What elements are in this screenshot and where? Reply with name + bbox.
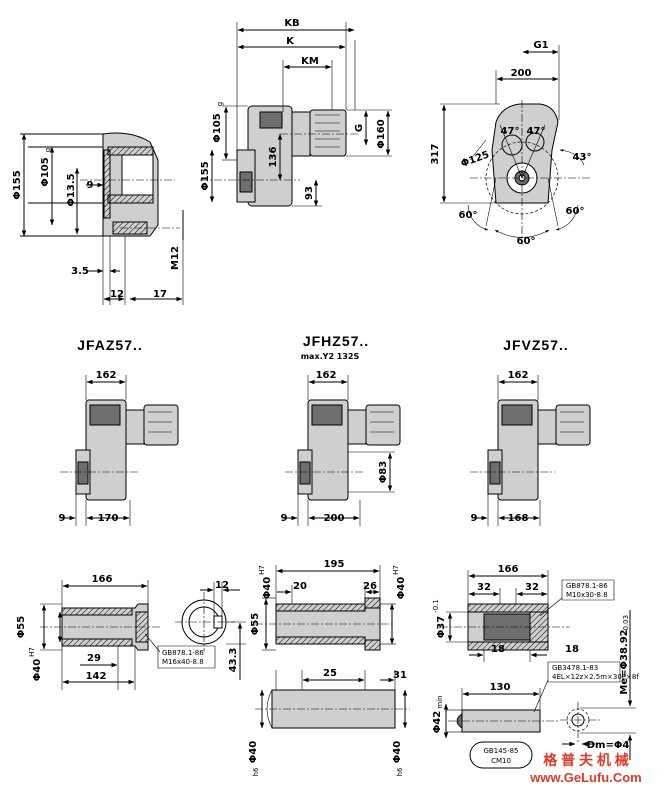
dim-17: 17 — [153, 289, 167, 300]
shaft-a-callout-line-2: M16x40-8.8 — [162, 658, 204, 666]
dim-angle-60-bottom: 60° — [517, 236, 536, 247]
dim-angle-43: 43° — [573, 152, 592, 163]
shaft-a-dim-29: 29 — [87, 653, 101, 664]
variant-jfhz57-bottom: 200 — [324, 513, 345, 524]
shaft-v-dim-166: 166 — [498, 564, 519, 575]
variant-title-jfhz57: JFHZ57.. — [303, 333, 369, 349]
dim-136: 136 — [268, 147, 279, 168]
shaft-v-callout-mid-2: 4EL×12z×2.5m×30P×8f — [552, 673, 639, 681]
variant-title-jfvz57: JFVZ57.. — [503, 337, 569, 353]
dim-angle-60-left: 60° — [459, 210, 478, 221]
shaft-v-dim-32-right: 32 — [525, 582, 539, 593]
watermark: 格 普 夫 机 械 www.GeLufu.Com — [529, 752, 641, 785]
variant-jfhz57-phi83: Φ83 — [378, 461, 389, 483]
shaft-v-callout-top-1: GB878.1-86 — [566, 582, 608, 590]
dim-93: 93 — [304, 186, 315, 200]
shaft-v-dim-phi42-min: min — [436, 695, 444, 708]
shaft-detail-a: 166 12 Φ55 Φ40 H7 29 142 43.3 GB878.1-86… — [16, 574, 246, 690]
dim-317: 317 — [430, 144, 441, 165]
dim-angle-47-left: 47° — [501, 126, 520, 137]
shaft-v-callout-bottom-2: CM10 — [491, 757, 511, 765]
shaft-h-dim-20: 20 — [293, 581, 307, 592]
variant-view-jfaz57: 162 9 170 — [59, 370, 179, 526]
shaft-h-dim-phi40-bottom-left-fit: h6 — [252, 767, 260, 776]
shaft-v-dim-32-left: 32 — [477, 582, 491, 593]
dim-phi160: Φ160 — [376, 119, 387, 148]
dim-phi155-mid: Φ155 — [200, 161, 211, 190]
top-middle-side-view: KB K KM Φ105 g G Φ160 136 Φ155 93 — [200, 18, 392, 207]
variant-subtitle-jfhz57: max.Y2 132S — [301, 352, 360, 361]
dim-angle-47-right: 47° — [527, 126, 546, 137]
shaft-h-dim-195: 195 — [324, 559, 345, 570]
shaft-v-callout-bottom-1: GB145-85 — [483, 747, 518, 755]
dim-phi125: Φ125 — [459, 149, 490, 169]
dim-k: K — [286, 36, 295, 47]
dim-g: G — [354, 124, 365, 132]
variant-jfvz57-width: 162 — [508, 370, 529, 381]
shaft-detail-v: 166 32 32 Φ37 -0.1 18 18 130 Φ42 min Me=… — [432, 564, 639, 769]
shaft-h-dim-phi55: Φ55 — [250, 613, 261, 635]
dim-9-left: 9 — [87, 180, 94, 191]
top-right-end-view: G1 200 317 Φ125 47° 47° 43° 60° 60° 60° — [430, 40, 591, 247]
shaft-detail-h: 195 20 26 Φ40 H7 Φ40 H7 Φ55 25 31 Φ40 h6… — [248, 559, 410, 776]
variant-jfaz57-width: 162 — [96, 370, 117, 381]
shaft-h-dim-phi40-top-right: Φ40 — [396, 577, 407, 599]
dim-phi105-left: Φ105 — [40, 157, 51, 186]
shaft-v-dim-dm: Dm=Φ4 — [587, 740, 630, 751]
dim-km: KM — [301, 56, 319, 67]
variant-jfaz57-bottom: 170 — [98, 513, 119, 524]
shaft-h-dim-25: 25 — [323, 668, 337, 679]
shaft-a-dim-43-3: 43.3 — [228, 648, 239, 673]
variant-view-jfhz57: 162 Φ83 9 200 — [281, 370, 401, 526]
variant-jfhz57-left: 9 — [281, 513, 288, 524]
shaft-v-dim-me: Me=Φ38.92 — [619, 629, 630, 694]
dim-angle-60-right: 60° — [566, 206, 585, 217]
shaft-v-callout-mid-1: GB3478.1-83 — [552, 664, 598, 672]
shaft-a-dim-142: 142 — [86, 671, 107, 682]
variant-jfvz57-bottom: 168 — [508, 513, 529, 524]
dim-200-top: 200 — [511, 68, 532, 79]
dim-3-5: 3.5 — [71, 266, 89, 277]
shaft-a-dim-166: 166 — [92, 574, 113, 585]
shaft-v-dim-18-right: 18 — [565, 644, 579, 655]
shaft-a-dim-phi55: Φ55 — [16, 616, 27, 638]
shaft-v-callout-top-2: M10x30-8.8 — [566, 591, 608, 599]
dim-phi13-5: Φ13.5 — [66, 173, 77, 206]
variant-jfaz57-left: 9 — [59, 513, 66, 524]
shaft-h-dim-phi40-bottom-left: Φ40 — [248, 741, 259, 763]
shaft-a-dim-12: 12 — [215, 580, 229, 591]
shaft-v-dim-phi37: Φ37 — [436, 616, 447, 638]
dim-g1: G1 — [533, 40, 548, 51]
shaft-v-dim-18-left: 18 — [491, 644, 505, 655]
shaft-a-dim-phi40: Φ40 — [32, 659, 43, 681]
shaft-h-dim-phi40-top-left-fit: H7 — [258, 565, 266, 575]
shaft-h-dim-phi40-top-right-fit: H7 — [392, 565, 400, 575]
dim-phi105-mid: Φ105 — [212, 113, 223, 142]
dim-phi105-mid-fit: g — [216, 102, 224, 106]
top-left-flange-view: Φ155 Φ105 g Φ13.5 9 3.5 12 17 M12 — [12, 132, 184, 305]
dim-phi105-left-fit: g — [44, 148, 52, 152]
shaft-v-dim-130: 130 — [490, 682, 511, 693]
shaft-v-dim-phi37-tol: -0.1 — [432, 599, 440, 613]
dim-12-left: 12 — [110, 289, 124, 300]
shaft-h-dim-31: 31 — [393, 670, 407, 681]
shaft-a-dim-phi40-fit: H7 — [28, 647, 36, 657]
shaft-a-callout-line-1: GB878.1-86 — [162, 649, 204, 657]
shaft-v-dim-me-tol: -0.03 — [622, 615, 630, 633]
shaft-v-dim-phi42: Φ42 — [432, 711, 443, 733]
watermark-chinese: 格 普 夫 机 械 — [543, 752, 629, 768]
dim-phi155-left: Φ155 — [12, 170, 23, 199]
variant-title-jfaz57: JFAZ57.. — [77, 337, 143, 353]
shaft-h-dim-phi40-bottom-right-fit: h6 — [396, 767, 404, 776]
watermark-url: www.GeLufu.Com — [529, 770, 641, 785]
shaft-h-dim-26: 26 — [363, 581, 377, 592]
variant-jfvz57-left: 9 — [471, 513, 478, 524]
dim-kb: KB — [284, 18, 299, 29]
shaft-h-dim-phi40-bottom-right: Φ40 — [392, 741, 403, 763]
variant-view-jfvz57: 162 9 168 — [470, 370, 591, 526]
dim-m12: M12 — [170, 246, 181, 270]
shaft-h-dim-phi40-top-left: Φ40 — [262, 577, 273, 599]
variant-jfhz57-width: 162 — [316, 370, 337, 381]
